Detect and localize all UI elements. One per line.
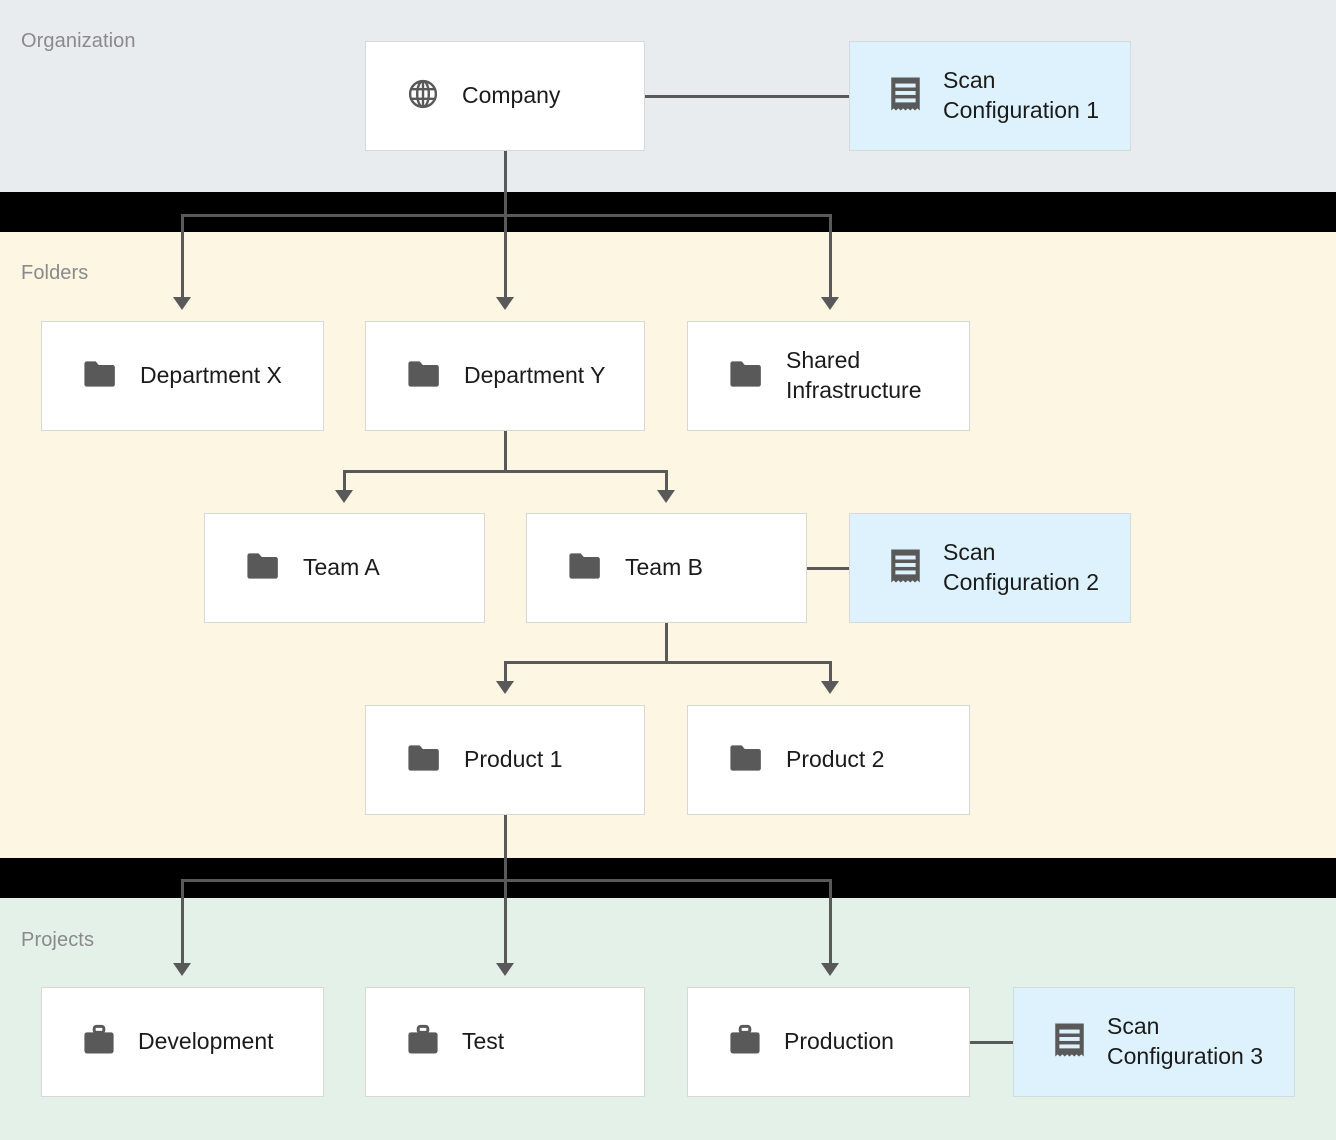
edge-product1-branch-prod	[829, 879, 832, 965]
arrowhead-development	[173, 963, 191, 976]
edge-company-scanconfig1	[645, 95, 850, 98]
edge-product1-trunk	[504, 813, 507, 882]
node-scan-configuration-2[interactable]: Scan Configuration 2	[849, 513, 1131, 623]
node-label: Team A	[303, 554, 380, 581]
band-label-projects: Projects	[21, 929, 95, 951]
node-label: Development	[138, 1028, 274, 1055]
arrowhead-department-y	[496, 297, 514, 310]
edge-company-branch-x	[181, 214, 184, 299]
node-label: Department X	[140, 362, 282, 389]
edge-teamb-branch-p1	[504, 661, 507, 683]
arrowhead-team-b	[657, 490, 675, 503]
folder-icon	[82, 359, 118, 394]
briefcase-icon	[728, 1024, 762, 1061]
folder-icon	[728, 359, 764, 394]
receipt-icon	[888, 75, 923, 118]
edge-product1-branch-test	[504, 879, 507, 965]
edge-company-branch-shared	[829, 214, 832, 299]
node-label: Product 2	[786, 746, 885, 773]
edge-departmenty-branch-b	[665, 470, 668, 492]
node-shared-infrastructure[interactable]: Shared Infrastructure	[687, 321, 970, 431]
node-scan-configuration-3[interactable]: Scan Configuration 3	[1013, 987, 1295, 1097]
edge-departmenty-bar	[343, 470, 667, 473]
arrowhead-team-a	[335, 490, 353, 503]
node-label: Company	[462, 82, 561, 109]
globe-icon	[406, 77, 440, 116]
edge-departmenty-trunk	[504, 430, 507, 472]
node-test[interactable]: Test	[365, 987, 645, 1097]
folder-icon	[567, 551, 603, 586]
arrowhead-product-1	[496, 681, 514, 694]
node-department-x[interactable]: Department X	[41, 321, 324, 431]
arrowhead-production	[821, 963, 839, 976]
receipt-icon	[1052, 1021, 1087, 1064]
node-label: Scan Configuration 1	[943, 67, 1099, 123]
node-label: Scan Configuration 3	[1107, 1013, 1263, 1069]
folder-icon	[406, 743, 442, 778]
folder-icon	[406, 359, 442, 394]
edge-company-branch-y	[504, 214, 507, 299]
node-label: Scan Configuration 2	[943, 539, 1099, 595]
node-team-a[interactable]: Team A	[204, 513, 485, 623]
arrowhead-department-x	[173, 297, 191, 310]
node-label: Production	[784, 1028, 894, 1055]
edge-teamb-bar	[504, 661, 829, 664]
arrowhead-shared-infrastructure	[821, 297, 839, 310]
receipt-icon	[888, 547, 923, 590]
node-label: Team B	[625, 554, 703, 581]
node-product-1[interactable]: Product 1	[365, 705, 645, 815]
band-label-folders: Folders	[21, 262, 89, 284]
node-team-b[interactable]: Team B	[526, 513, 807, 623]
folder-icon	[728, 743, 764, 778]
node-production[interactable]: Production	[687, 987, 970, 1097]
briefcase-icon	[82, 1024, 116, 1061]
node-company[interactable]: Company	[365, 41, 645, 151]
band-label-organization: Organization	[21, 30, 136, 52]
folder-icon	[245, 551, 281, 586]
edge-teamb-branch-p2	[829, 661, 832, 683]
arrowhead-test	[496, 963, 514, 976]
edge-company-trunk	[504, 148, 507, 216]
arrowhead-product-2	[821, 681, 839, 694]
node-scan-configuration-1[interactable]: Scan Configuration 1	[849, 41, 1131, 151]
node-development[interactable]: Development	[41, 987, 324, 1097]
node-label: Product 1	[464, 746, 563, 773]
edge-departmenty-branch-a	[343, 470, 346, 492]
node-label: Department Y	[464, 362, 606, 389]
edge-production-scanconfig3	[969, 1041, 1014, 1044]
edge-teamb-trunk	[665, 621, 668, 663]
node-label: Test	[462, 1028, 505, 1055]
node-product-2[interactable]: Product 2	[687, 705, 970, 815]
briefcase-icon	[406, 1024, 440, 1061]
node-department-y[interactable]: Department Y	[365, 321, 645, 431]
edge-product1-branch-dev	[181, 879, 184, 965]
node-label: Shared Infrastructure	[786, 347, 922, 403]
edge-teamb-scanconfig2	[807, 567, 850, 570]
